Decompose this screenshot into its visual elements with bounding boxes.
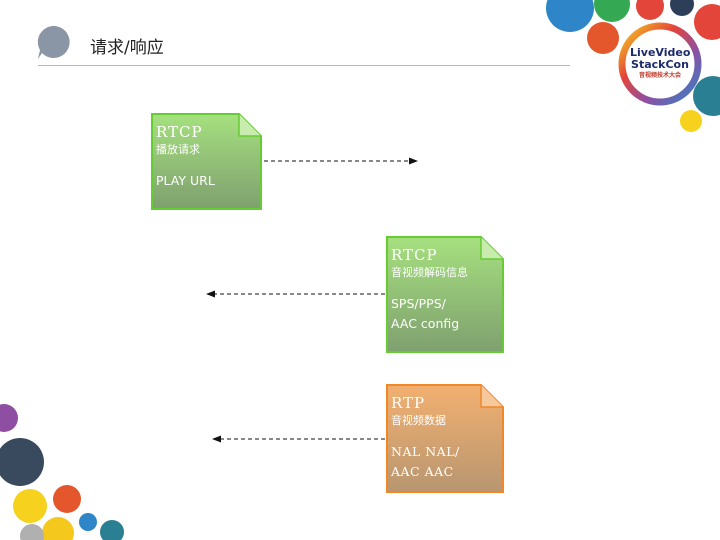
purple-bubble-icon (0, 404, 18, 432)
logo-line-1: LiveVideo (630, 46, 691, 59)
blue-bubble-icon (546, 0, 594, 32)
page-title: 请求/响应 (90, 38, 164, 58)
logo-line-2: StackCon (631, 58, 689, 71)
node-rtcp-decode-info: RTCP 音视频解码信息 SPS/PPS/ AAC config (386, 236, 505, 354)
node-rtp-data: RTP 音视频数据 NAL NAL/ AAC AAC (386, 384, 505, 494)
node-subtitle: 音视频解码信息 (391, 266, 468, 279)
green-bubble-icon (594, 0, 630, 22)
yellow-bubble-icon (680, 110, 702, 132)
node-title: RTP (391, 394, 426, 412)
navy-bubble-icon (670, 0, 694, 16)
node-subtitle: 播放请求 (156, 143, 200, 156)
logo-line-3: 音视频技术大会 (638, 72, 681, 79)
arrow-request-right (264, 157, 418, 165)
node-body: SPS/PPS/ AAC config (391, 296, 460, 331)
red-bubble-icon-2 (694, 4, 720, 40)
teal-bubble-icon (693, 76, 720, 116)
teal-bubble-icon-2 (100, 520, 124, 540)
yellow-bubble-icon-3 (42, 517, 74, 540)
gray-bubble-icon (20, 524, 44, 540)
yellow-bubble-icon-2 (13, 489, 47, 523)
node-body: NAL NAL/ AAC AAC (391, 444, 460, 479)
node-title: RTCP (391, 246, 438, 264)
title-divider (38, 65, 570, 66)
node-body: PLAY URL (156, 173, 215, 188)
arrow-data-left (212, 435, 385, 443)
orange-bubble-icon-2 (53, 485, 81, 513)
node-subtitle: 音视频数据 (391, 414, 446, 427)
node-rtcp-request: RTCP 播放请求 PLAY URL (151, 113, 263, 211)
arrow-decode-info-left (206, 290, 385, 298)
node-title: RTCP (156, 123, 203, 141)
orange-bubble-icon (587, 22, 619, 54)
red-bubble-icon (636, 0, 664, 20)
dark-bubble-icon (0, 438, 44, 486)
blue-bubble-icon-2 (79, 513, 97, 531)
